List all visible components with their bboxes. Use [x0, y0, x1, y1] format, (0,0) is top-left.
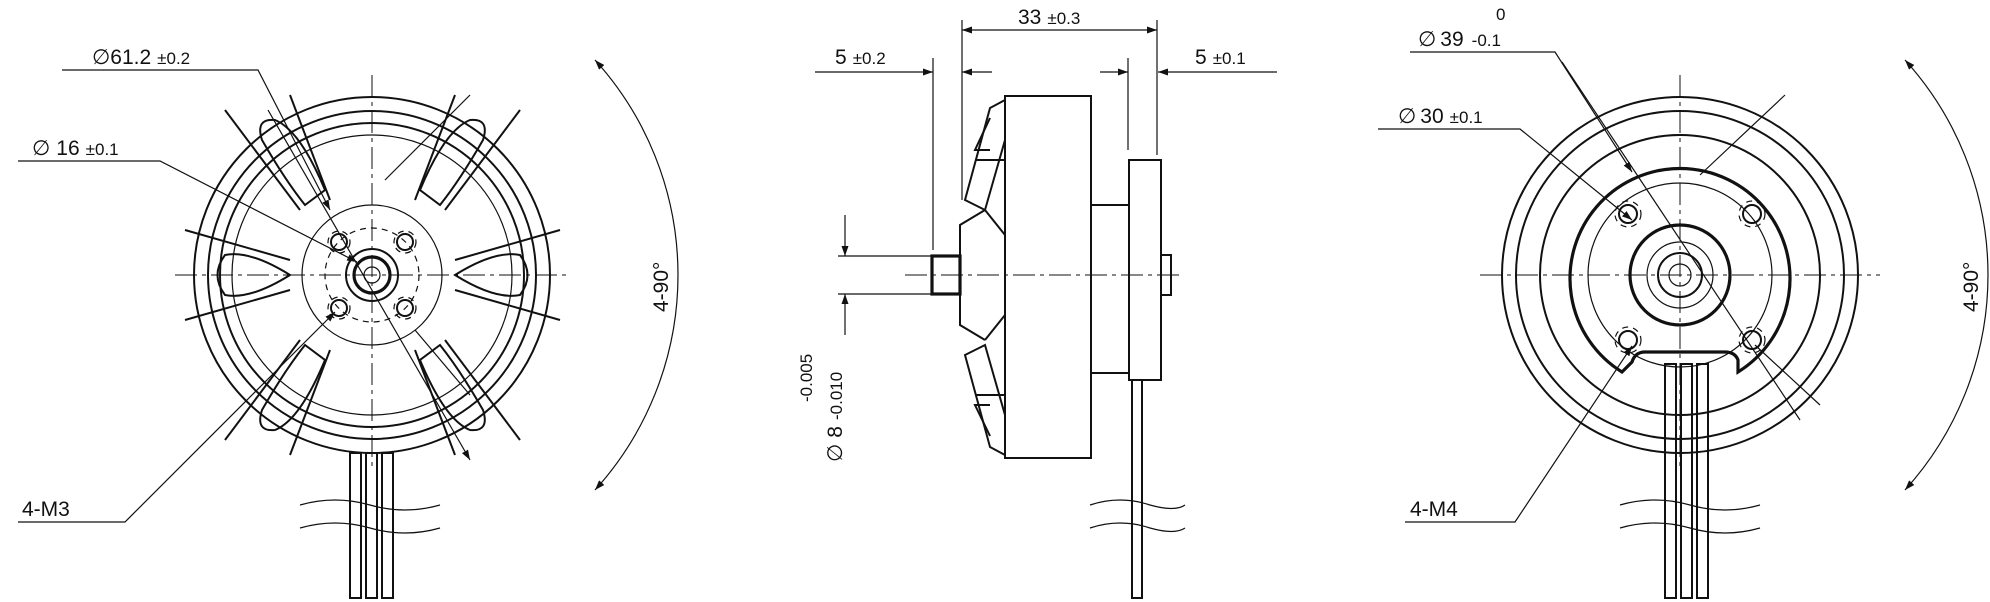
side-front-shaft	[930, 254, 962, 296]
front-rim-inner	[231, 134, 513, 416]
rear-angle-ref-top	[1699, 94, 1786, 176]
rear-wires	[1619, 363, 1761, 599]
rear-angle-arc	[1904, 59, 1989, 491]
front-hub-outer	[301, 204, 443, 346]
side-overall-length-label: 33±0.3	[1018, 6, 1080, 29]
front-bolt-circle	[324, 227, 420, 323]
front-shaft-boss	[352, 255, 392, 295]
rear-inner-dia-leader	[1378, 128, 1633, 221]
front-boss-dia-leader	[18, 160, 358, 263]
front-angle-label: 4-90°	[650, 262, 673, 312]
front-spokes	[184, 94, 561, 456]
front-angle-ref-bottom	[414, 329, 471, 396]
front-outer-dia-extension	[267, 109, 471, 461]
front-m3-label: 4-M3	[22, 498, 70, 521]
rear-outer-dia-tol-upper: 0	[1496, 5, 1505, 24]
side-right-shaft-label: 5±0.1	[1195, 46, 1246, 69]
side-view: 33±0.3 5±0.2 5±0.1 ∅8-0.010 -0.005	[797, 6, 1277, 599]
rear-outer-dia-leader	[1410, 51, 1633, 173]
rear-angle-ref-bottom	[1754, 344, 1821, 406]
side-shaft-tol-upper: -0.005	[797, 354, 816, 402]
front-outer-dia-leader	[62, 69, 331, 211]
rear-angle-label: 4-90°	[1960, 262, 1983, 312]
side-mount-plate	[1128, 159, 1162, 381]
side-base	[1090, 204, 1130, 374]
side-stator-body	[1004, 95, 1092, 459]
rear-outer-dia-label: ∅39-0.1	[1418, 28, 1501, 51]
front-boss-dia-label: ∅16±0.1	[32, 137, 119, 160]
front-shaft	[363, 266, 381, 284]
side-shaft-dia-label: ∅8-0.010	[824, 372, 847, 462]
rear-shaft	[1668, 263, 1692, 287]
rear-view: ∅39-0.1 0 ∅30±0.1 4-M4 4-90°	[1378, 5, 1989, 599]
front-outer-dia-label: ∅61.2±0.2	[92, 46, 190, 69]
front-angle-ref-top	[384, 94, 471, 181]
rear-m4-leader	[1405, 345, 1633, 523]
rear-bearing	[1646, 241, 1714, 309]
front-slots	[216, 118, 529, 432]
rear-outer-dia-extension	[1561, 61, 1801, 421]
rear-m4-holes	[1614, 200, 1766, 354]
front-outer-ring-inner	[207, 110, 537, 440]
rear-hub	[1628, 223, 1732, 327]
rear-inner-dia-label: ∅30±0.1	[1398, 105, 1483, 128]
front-angle-arc	[594, 59, 679, 491]
rear-m4-label: 4-M4	[1410, 498, 1458, 521]
front-wires	[299, 452, 441, 599]
side-left-shaft-label: 5±0.2	[835, 46, 886, 69]
front-m3-leader	[18, 311, 336, 523]
front-rim	[219, 122, 525, 428]
front-view: ∅61.2±0.2 ∅16±0.1 4-M3 4-90°	[18, 46, 679, 599]
front-boss-outer	[345, 248, 399, 302]
side-wire	[1089, 379, 1186, 599]
side-fins	[959, 99, 1006, 456]
rear-shaft-boss	[1657, 252, 1703, 298]
side-rear-shaft	[1160, 254, 1172, 296]
